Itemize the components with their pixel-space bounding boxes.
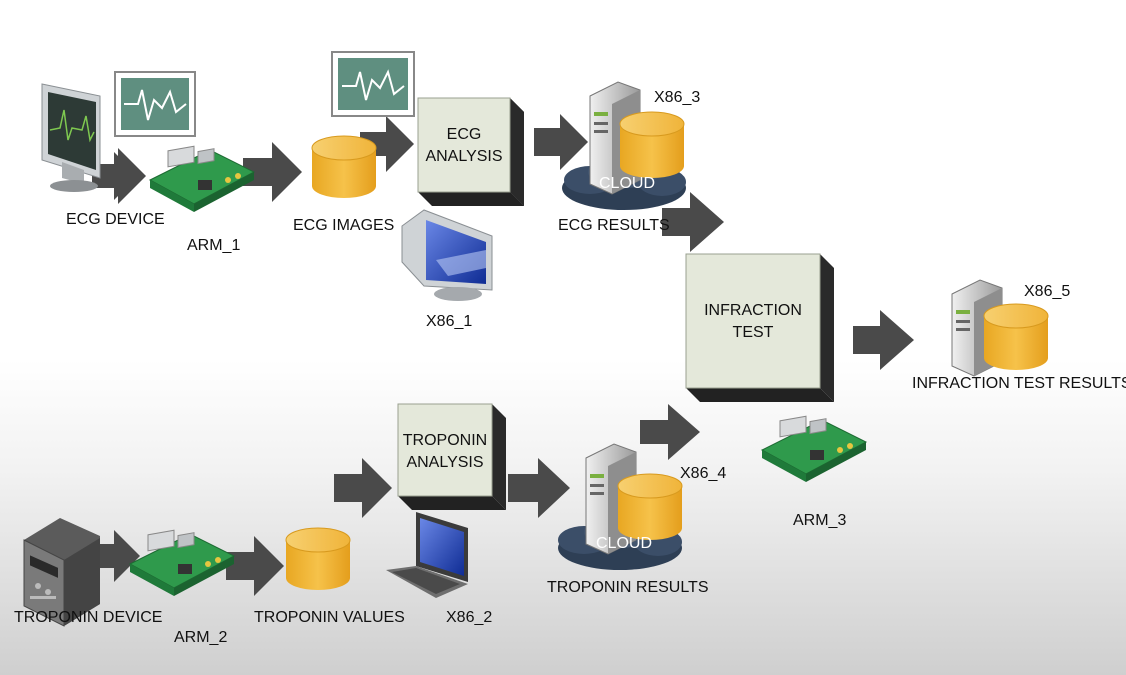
label-troponin-results: TROPONIN RESULTS (547, 579, 709, 596)
label-ecg-images: ECG IMAGES (293, 217, 395, 234)
label-ecg-results: ECG RESULTS (558, 217, 670, 234)
label-x86-2: X86_2 (446, 609, 493, 626)
arrow-troponin-results-to-infraction (640, 404, 700, 460)
arrow-arm1-to-ecg-images (243, 142, 302, 202)
laptop-icon-x86-2 (386, 512, 468, 598)
database-icon-ecg-images (311, 135, 377, 198)
arrow-to-troponin-analysis (334, 458, 392, 518)
label-arm-2: ARM_2 (174, 629, 228, 646)
label-x86-3: X86_3 (654, 89, 701, 106)
troponin-device-icon (23, 518, 100, 627)
label-arm-1: ARM_1 (187, 237, 241, 254)
waveform-icon-2 (331, 51, 415, 117)
label-cloud-1: CLOUD (599, 175, 656, 192)
label-troponin-values: TROPONIN VALUES (254, 609, 405, 626)
infraction-test-title: INFRACTION TEST (686, 300, 820, 344)
ecg-analysis-line2: ANALYSIS (425, 148, 503, 165)
infraction-test-line2: TEST (732, 324, 774, 341)
waveform-icon (114, 71, 196, 137)
arrow-ecg-analysis-to-x86-3 (534, 114, 588, 170)
label-infraction-test-results: INFRACTION TEST RESULTS (912, 375, 1126, 392)
infraction-test-box (685, 253, 834, 402)
label-x86-1: X86_1 (426, 313, 473, 330)
arrow-troponin-analysis-to-x86-4 (508, 458, 570, 518)
arrow-ecg-results-to-infraction (662, 192, 724, 252)
label-ecg-device: ECG DEVICE (66, 211, 165, 228)
label-x86-4: X86_4 (680, 465, 727, 482)
troponin-analysis-title: TROPONIN ANALYSIS (398, 430, 492, 474)
troponin-analysis-box (397, 403, 506, 510)
raspberry-board-icon-arm2 (128, 529, 236, 596)
troponin-analysis-line1: TROPONIN (402, 432, 488, 449)
arrow-troponin-device-to-arm2 (96, 530, 140, 582)
raspberry-board-icon-arm1 (148, 145, 256, 212)
ecg-monitor-icon (41, 83, 101, 192)
ecg-analysis-line1: ECG (446, 126, 482, 143)
database-icon-x86-3 (619, 111, 685, 178)
label-troponin-device: TROPONIN DEVICE (14, 609, 163, 626)
database-icon-troponin-values (285, 527, 351, 590)
ecg-analysis-title: ECG ANALYSIS (418, 124, 510, 168)
arrow-arm2-to-troponin-values (226, 536, 284, 596)
database-icon-x86-5 (983, 303, 1049, 370)
label-cloud-2: CLOUD (596, 535, 653, 552)
ecg-analysis-box (417, 97, 524, 206)
label-arm-3: ARM_3 (793, 512, 847, 529)
label-x86-5: X86_5 (1024, 283, 1071, 300)
raspberry-board-icon-arm3 (760, 415, 868, 482)
monitor-icon-x86-1 (401, 209, 493, 301)
arrow-ecg-images-to-ecg-analysis (360, 116, 414, 172)
troponin-analysis-line2: ANALYSIS (406, 454, 484, 471)
infraction-test-line1: INFRACTION (704, 302, 802, 319)
database-icon-x86-4 (617, 473, 683, 540)
arrow-infraction-to-x86-5 (853, 310, 914, 370)
arrow-ecg-device-to-arm1-shape (92, 148, 146, 204)
